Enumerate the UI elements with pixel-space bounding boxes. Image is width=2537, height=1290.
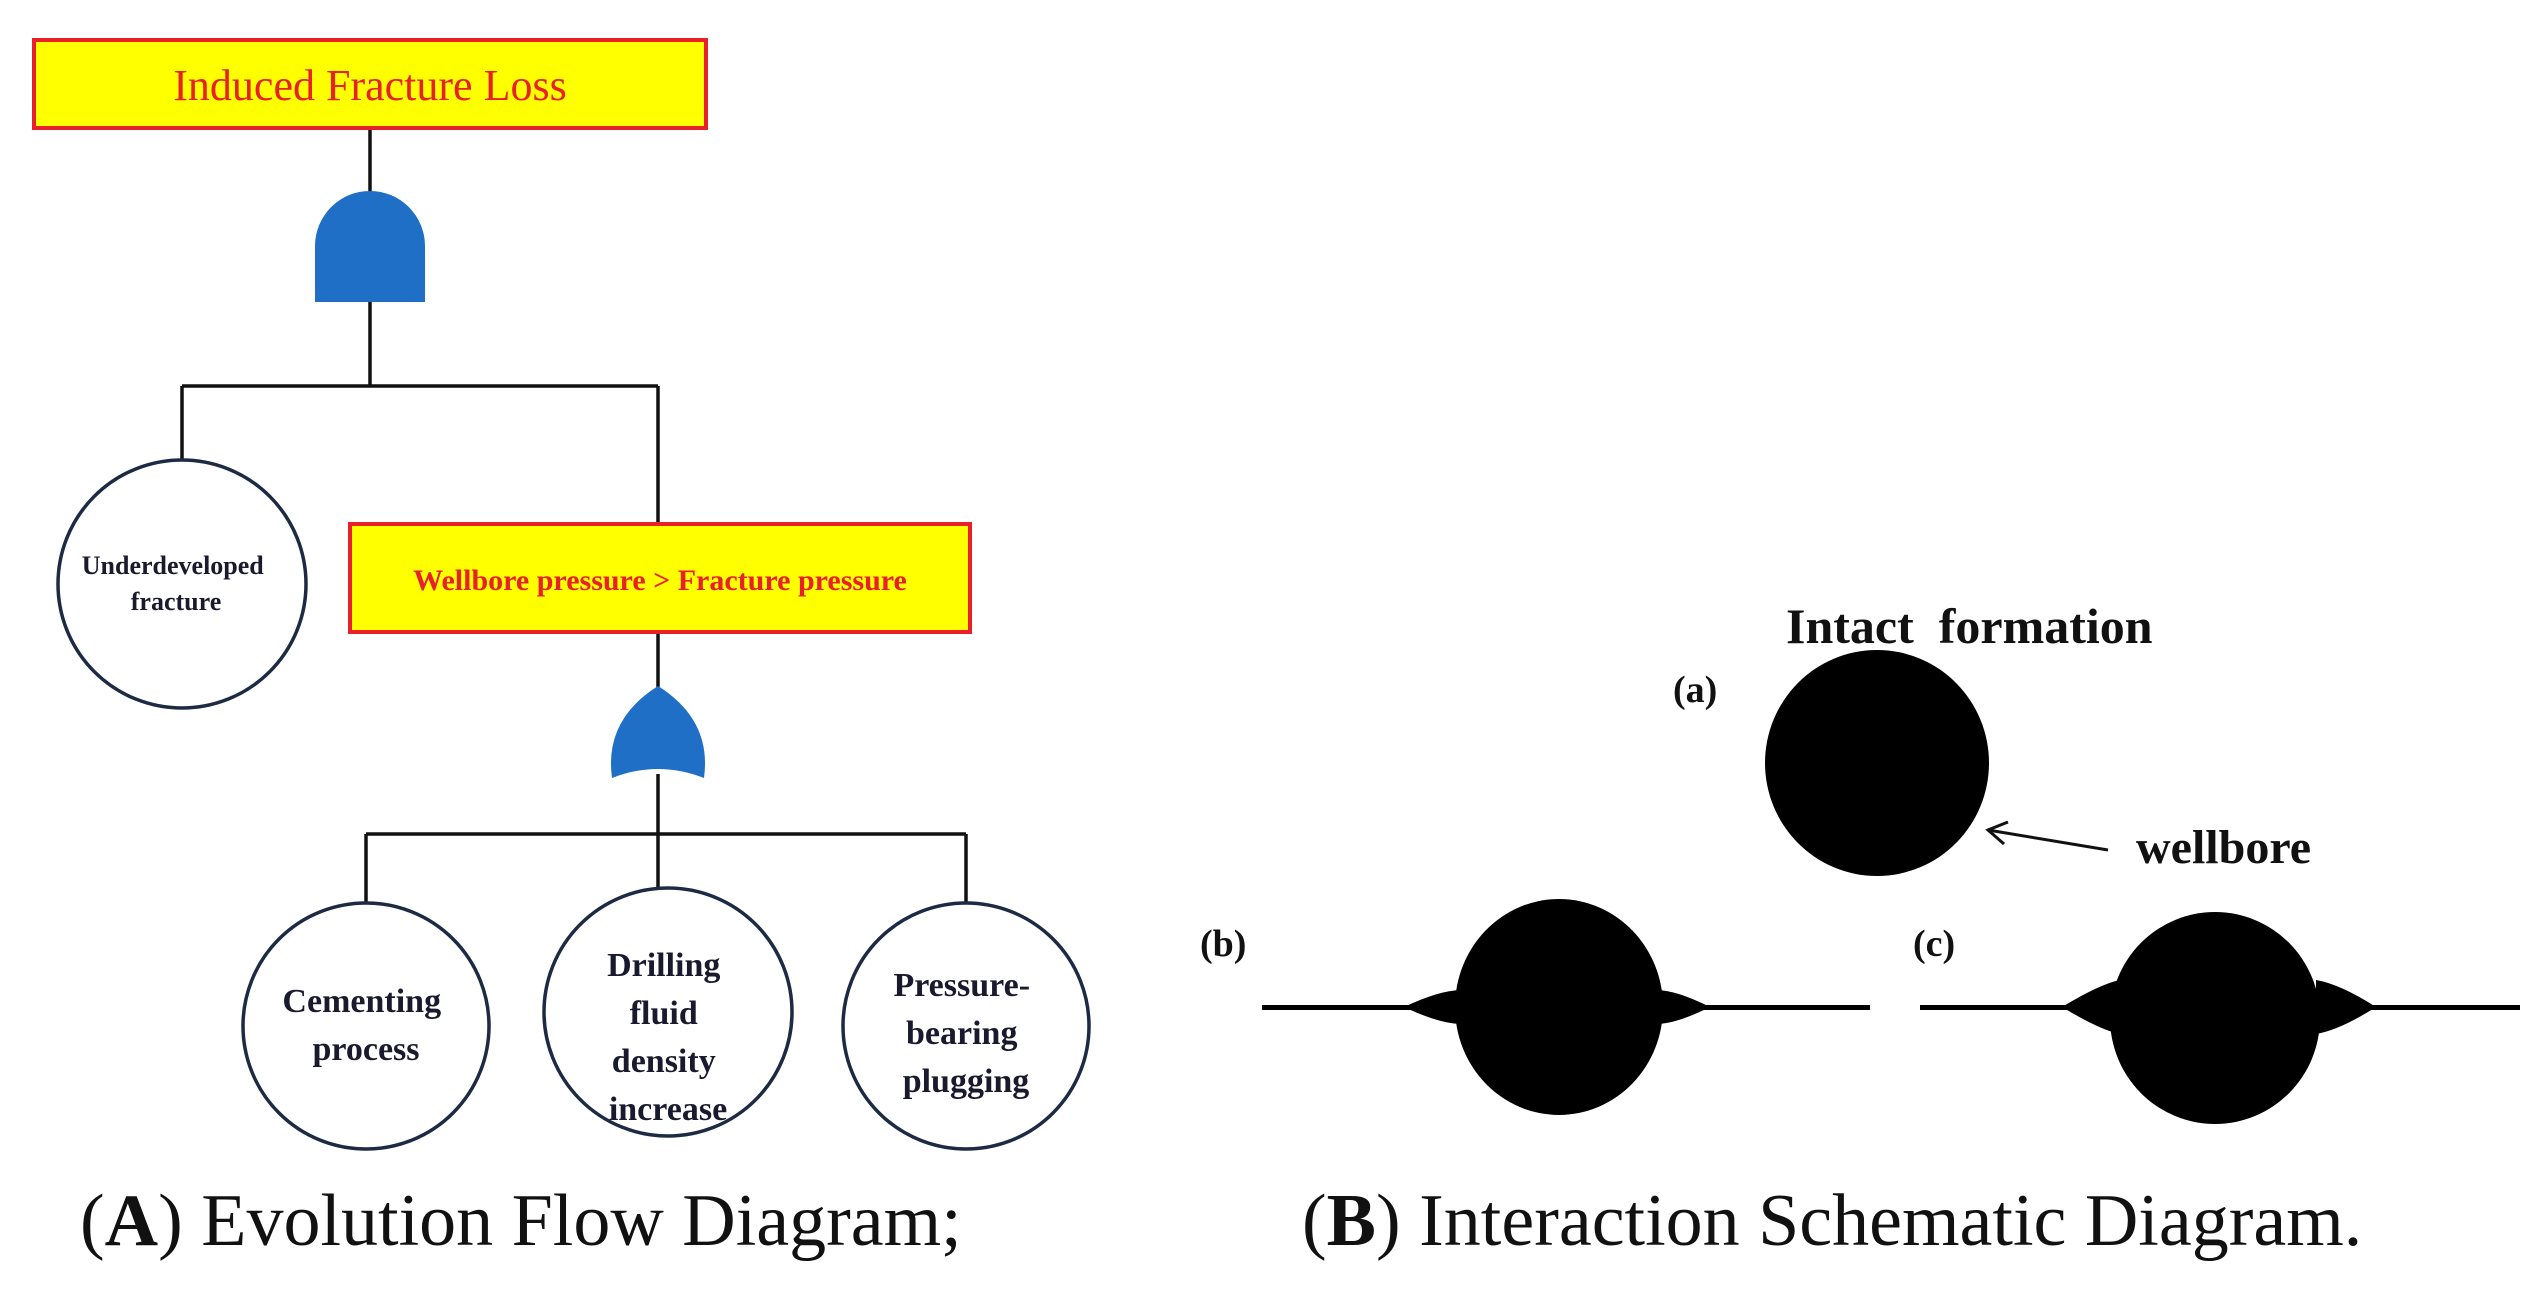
event-label-line-3: density — [612, 1043, 716, 1080]
tree-connectors — [180, 128, 968, 903]
top-event: Induced Fracture Loss — [32, 38, 708, 130]
event-label: Drilling fluid density increase — [607, 947, 729, 1128]
fracture-line-right — [1660, 1005, 1870, 1010]
event-label: Underdeveloped fracture — [82, 551, 271, 616]
event-underdeveloped-fracture: Underdeveloped fracture — [56, 458, 308, 710]
caption-b-letter: B — [1327, 1180, 1376, 1262]
label-c: (c) — [1913, 923, 1955, 965]
intermediate-event: Wellbore pressure > Fracture pressure — [348, 522, 972, 634]
wellbore-with-fractures — [1262, 899, 1870, 1115]
caption-b-rest: ) Interaction Schematic Diagram. — [1376, 1180, 2362, 1262]
plug-wing-right — [2316, 980, 2376, 1034]
wellbore-with-plugged-fractures — [1920, 912, 2520, 1124]
intermediate-event-label: Wellbore pressure > Fracture pressure — [413, 564, 907, 597]
event-pressure-bearing-plugging: Pressure- bearing plugging — [841, 901, 1091, 1151]
wellbore-b — [1455, 899, 1663, 1115]
fracture-line-right — [2320, 1005, 2520, 1010]
event-label-line-3: plugging — [903, 1063, 1030, 1100]
or-gate-icon — [610, 686, 706, 778]
caption-b-open: ( — [1302, 1180, 1327, 1262]
caption-b: (B) Interaction Schematic Diagram. — [1302, 1180, 2362, 1262]
wellbore-pointer-arrow — [1985, 820, 2109, 852]
event-label-line-1: Underdeveloped — [82, 551, 265, 580]
event-drilling-fluid-density-increase: Drilling fluid density increase — [542, 886, 794, 1138]
caption-a-letter: A — [105, 1180, 158, 1262]
event-label: Cementing process — [282, 983, 449, 1068]
fracture-wing-left — [1404, 990, 1462, 1024]
event-label: Pressure- bearing plugging — [893, 967, 1038, 1100]
and-gate-icon — [315, 191, 425, 302]
event-label-line-4: increase — [609, 1091, 727, 1128]
event-label-line-2: fluid — [630, 995, 698, 1032]
fracture-line-left — [1262, 1005, 1458, 1010]
caption-a: (A) Evolution Flow Diagram; — [80, 1180, 962, 1262]
fracture-wing-right — [1656, 990, 1710, 1024]
panel-b-interaction-schematic-diagram: Intact formation (a) wellbore (b) (c) — [1200, 598, 2520, 1262]
event-label-line-2: fracture — [131, 587, 221, 616]
label-b: (b) — [1200, 923, 1246, 965]
wellbore-intact — [1765, 650, 1989, 876]
wellbore-c-flat-top — [2150, 926, 2284, 980]
event-circle — [841, 901, 1091, 1151]
intermediate-event-box — [348, 522, 972, 634]
caption-a-rest: ) Evolution Flow Diagram; — [158, 1180, 962, 1262]
plug-wing-left — [2062, 980, 2120, 1034]
event-label-line-2: bearing — [906, 1015, 1017, 1052]
label-a: (a) — [1673, 669, 1717, 711]
caption-a-open: ( — [80, 1180, 105, 1262]
top-event-label: Induced Fracture Loss — [173, 61, 566, 110]
event-cementing-process: Cementing process — [241, 901, 491, 1151]
event-label-line-1: Pressure- — [893, 967, 1030, 1004]
event-circle — [542, 886, 794, 1138]
top-event-box — [32, 38, 708, 130]
wellbore-label: wellbore — [2136, 821, 2311, 874]
fracture-line-left — [1920, 1005, 2100, 1010]
event-circle — [56, 458, 308, 710]
heading-intact-formation: Intact formation — [1786, 598, 2153, 654]
event-label-line-2: process — [312, 1031, 419, 1068]
event-circle — [241, 901, 491, 1151]
panel-a-evolution-flow-diagram: Induced Fracture Loss Underdeveloped fra… — [32, 38, 1091, 1262]
event-label-line-1: Drilling — [607, 947, 720, 984]
event-label-line-1: Cementing — [282, 983, 441, 1020]
